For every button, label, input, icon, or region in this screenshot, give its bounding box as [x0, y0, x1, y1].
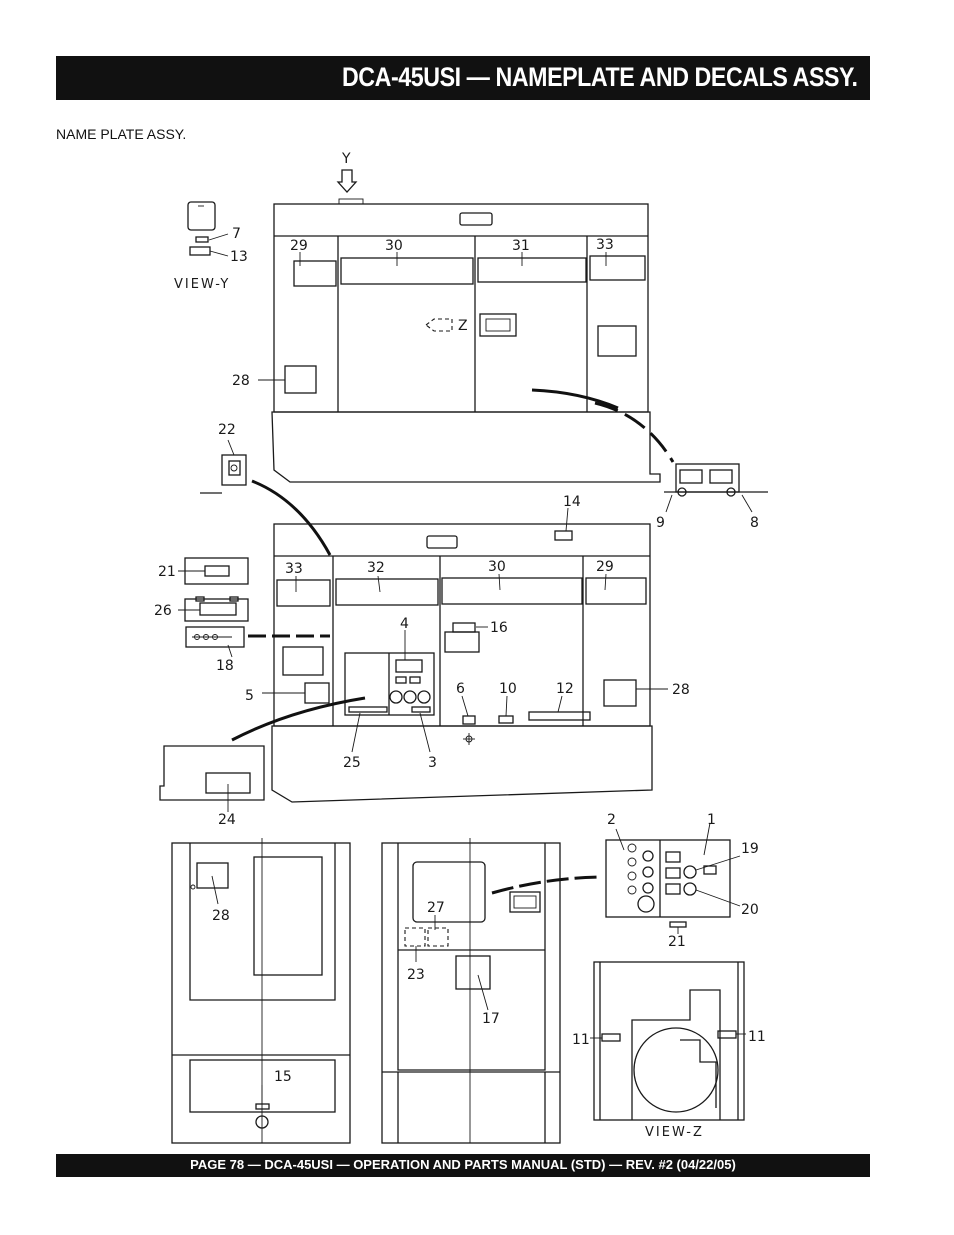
callout-26: 26 — [154, 603, 172, 619]
arrow-y-label: Y — [341, 151, 351, 167]
callout-24: 24 — [218, 812, 236, 828]
callout-22: 22 — [218, 422, 236, 438]
callout-29-top: 29 — [290, 238, 308, 254]
section-label: NAME PLATE ASSY. — [56, 126, 187, 142]
page-title: DCA-45USI — NAMEPLATE AND DECALS ASSY. — [342, 62, 858, 92]
side-bracket-detail — [664, 463, 768, 513]
callout-17: 17 — [482, 1011, 500, 1027]
callout-labels: 1 2 3 4 5 6 7 8 9 10 11 11 12 13 14 15 1… — [154, 151, 766, 1140]
callout-7: 7 — [232, 226, 241, 242]
callout-21-panel: 21 — [668, 934, 686, 950]
callout-1: 1 — [707, 812, 716, 828]
view-y-label: VIEW-Y — [174, 277, 230, 292]
arrow-z-label: Z — [458, 318, 468, 334]
footer-text: PAGE 78 — DCA-45USI — OPERATION AND PART… — [190, 1157, 736, 1172]
callout-33-top: 33 — [596, 237, 614, 253]
callout-18: 18 — [216, 658, 234, 674]
callout-19: 19 — [741, 841, 759, 857]
callout-15: 15 — [274, 1069, 292, 1085]
callout-30-middle: 30 — [488, 559, 506, 575]
callout-30-top: 30 — [385, 238, 403, 254]
callout-28-side: 28 — [212, 908, 230, 924]
callout-3: 3 — [428, 755, 437, 771]
top-machine-view — [271, 198, 675, 483]
callout-29-middle: 29 — [596, 559, 614, 575]
view-z-label: VIEW-Z — [645, 1125, 704, 1140]
callout-28-top: 28 — [232, 373, 250, 389]
callout-4: 4 — [400, 616, 409, 632]
callout-32: 32 — [367, 560, 385, 576]
bottom-center-end-view — [381, 838, 601, 1144]
callout-11-left: 11 — [572, 1032, 590, 1048]
callout-8: 8 — [750, 515, 759, 531]
callout-25: 25 — [343, 755, 361, 771]
middle-machine-view — [231, 523, 653, 803]
callout-21-left: 21 — [158, 564, 176, 580]
callout-14: 14 — [563, 494, 581, 510]
left-side-details — [159, 557, 265, 812]
callout-20: 20 — [741, 902, 759, 918]
callout-16: 16 — [490, 620, 508, 636]
callout-6: 6 — [456, 681, 465, 697]
callout-2: 2 — [607, 812, 616, 828]
callout-33-middle: 33 — [285, 561, 303, 577]
title-bar: DCA-45USI — NAMEPLATE AND DECALS ASSY. — [56, 56, 870, 100]
callout-13: 13 — [230, 249, 248, 265]
view-z-detail — [590, 961, 746, 1121]
control-panel-detail — [605, 822, 741, 928]
callout-10: 10 — [499, 681, 517, 697]
footer-bar: PAGE 78 — DCA-45USI — OPERATION AND PART… — [56, 1154, 870, 1177]
callout-9: 9 — [656, 515, 665, 531]
bottom-left-side-view — [171, 838, 351, 1144]
callout-23: 23 — [407, 967, 425, 983]
leader-lines — [211, 252, 679, 1104]
callout-12: 12 — [556, 681, 574, 697]
callout-31: 31 — [512, 238, 530, 254]
item-22-detail — [200, 439, 332, 556]
callout-5: 5 — [245, 688, 254, 704]
callout-28-middle: 28 — [672, 682, 690, 698]
callout-11-right: 11 — [748, 1029, 766, 1045]
callout-27: 27 — [427, 900, 445, 916]
view-y-detail — [187, 169, 358, 257]
